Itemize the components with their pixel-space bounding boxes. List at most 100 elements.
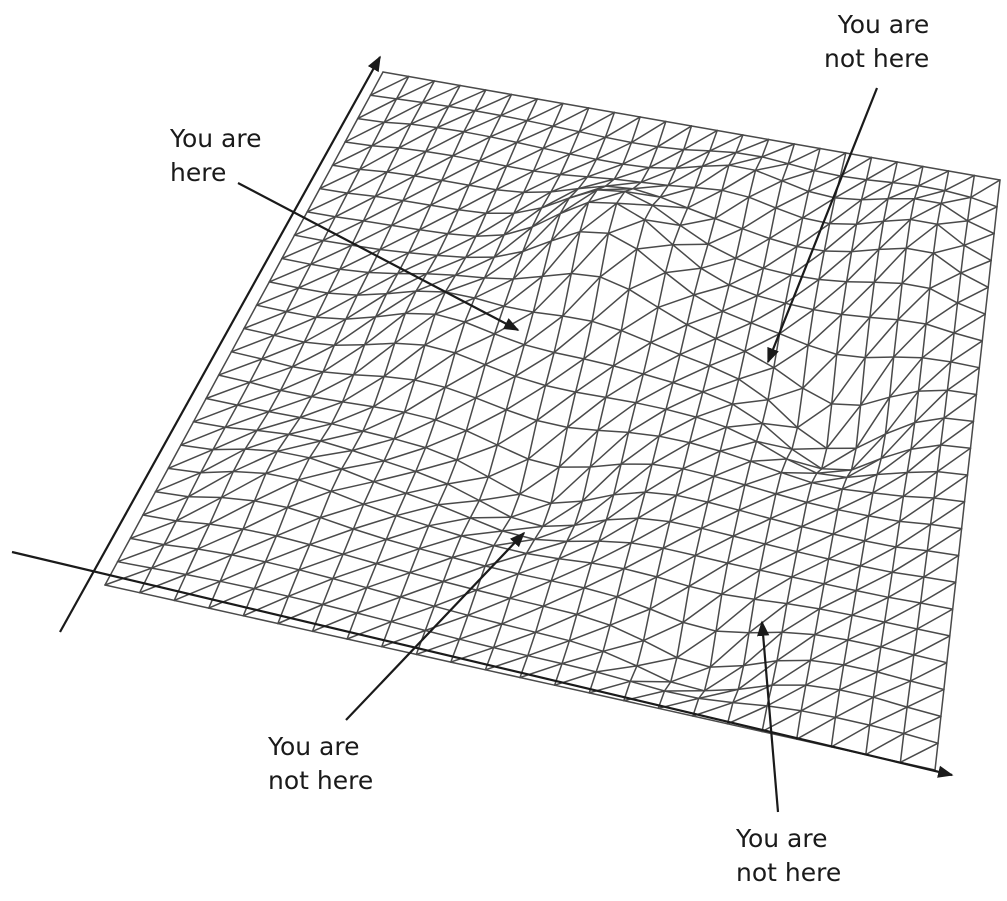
mesh-edge-u	[856, 591, 888, 598]
mesh-edge-diagonal	[637, 245, 673, 249]
mesh-edge-diagonal	[658, 295, 694, 308]
mesh-edge-v	[911, 655, 914, 681]
mesh-edge-u	[526, 554, 559, 559]
mesh-edge-diagonal	[502, 526, 542, 531]
mesh-edge-v	[666, 245, 673, 273]
mesh-edge-diagonal	[468, 598, 510, 615]
mesh-edge-u	[220, 581, 254, 588]
mesh-edge-diagonal	[363, 201, 403, 221]
mesh-edge-diagonal	[244, 312, 286, 329]
mesh-edge-v	[457, 431, 466, 460]
mesh-edge-v	[429, 505, 438, 526]
label-top-right-line1: You are	[824, 8, 929, 42]
mesh-edge-diagonal	[739, 494, 776, 510]
mesh-edge-diagonal	[485, 554, 526, 567]
mesh-edge-v	[840, 665, 844, 690]
mesh-edge-u	[435, 420, 466, 431]
mesh-edge-diagonal	[934, 245, 965, 253]
mesh-edge-u	[340, 269, 369, 272]
mesh-edge-v	[716, 594, 722, 631]
mesh-edge-diagonal	[343, 539, 386, 554]
mesh-edge-v	[935, 743, 938, 770]
mesh-edge-u	[363, 221, 391, 226]
mesh-edge-u	[911, 681, 944, 690]
mesh-edge-diagonal	[426, 132, 464, 152]
mesh-edge-diagonal	[293, 345, 335, 367]
mesh-edge-u	[701, 268, 729, 285]
mesh-edge-v	[944, 663, 947, 690]
mesh-edge-u	[537, 421, 568, 428]
mesh-edge-diagonal	[426, 431, 467, 448]
mesh-edge-u	[404, 412, 435, 420]
mesh-edge-u	[812, 483, 843, 489]
mesh-edge-diagonal	[765, 527, 802, 544]
mesh-edge-diagonal	[824, 566, 860, 584]
mesh-edge-diagonal	[425, 615, 468, 630]
mesh-edge-u	[847, 282, 875, 283]
mesh-edge-v	[950, 609, 953, 636]
mesh-edge-u	[644, 641, 677, 658]
mesh-edge-diagonal	[420, 210, 459, 230]
mesh-edge-u	[449, 106, 475, 110]
mesh-edge-v	[364, 482, 374, 505]
mesh-edge-u	[809, 191, 836, 198]
mesh-edge-v	[994, 207, 997, 234]
mesh-edge-diagonal	[156, 473, 201, 492]
mesh-edge-u	[437, 128, 464, 132]
mesh-edge-u	[176, 521, 209, 524]
mesh-edge-v	[751, 296, 757, 323]
mesh-edge-v	[812, 473, 817, 483]
mesh-edge-v	[485, 546, 494, 566]
mesh-edge-diagonal	[898, 288, 930, 319]
mesh-edge-diagonal	[395, 314, 435, 343]
mesh-edge-u	[584, 359, 614, 366]
mesh-edge-u	[520, 494, 551, 503]
mesh-edge-diagonal	[763, 247, 797, 269]
mesh-edge-u	[792, 449, 822, 469]
mesh-edge-diagonal	[584, 569, 624, 588]
mesh-edge-v	[801, 685, 806, 711]
mesh-edge-u	[824, 251, 851, 252]
mesh-edge-u	[194, 422, 226, 428]
mesh-edge-diagonal	[353, 516, 396, 529]
mesh-edge-u	[345, 142, 372, 146]
mesh-edge-u	[801, 711, 835, 718]
mesh-edge-v	[802, 502, 807, 526]
mesh-edge-u	[739, 510, 770, 518]
mesh-edge-u	[696, 417, 726, 427]
mesh-edge-u	[543, 606, 576, 614]
mesh-edge-u	[502, 624, 536, 632]
mesh-edge-v	[835, 690, 839, 718]
mesh-edge-u	[900, 521, 931, 524]
mesh-edge-u	[587, 177, 614, 179]
mesh-edge-u	[243, 616, 278, 624]
mesh-edge-u	[152, 568, 186, 574]
mesh-edge-u	[892, 572, 924, 577]
mesh-edge-v	[797, 527, 802, 552]
mesh-edge-u	[278, 624, 313, 632]
mesh-edge-v	[751, 441, 757, 461]
mesh-edge-diagonal	[617, 203, 653, 205]
mesh-edge-v	[926, 288, 930, 324]
mesh-edge-diagonal	[649, 150, 683, 168]
mesh-edge-u	[797, 552, 829, 559]
mesh-edge-v	[956, 556, 959, 583]
pointer-arrow-top-right	[768, 88, 877, 362]
mesh-edge-u	[323, 372, 354, 375]
mesh-edge-diagonal	[501, 99, 537, 116]
mesh-edge-u	[554, 353, 584, 359]
mesh-edge-diagonal	[856, 572, 892, 590]
mesh-edge-u	[820, 149, 846, 154]
mesh-edge-u	[250, 382, 281, 390]
mesh-edge-u	[742, 229, 769, 239]
mesh-edge-u	[479, 501, 511, 518]
mesh-edge-diagonal	[720, 441, 756, 451]
mesh-edge-diagonal	[835, 697, 873, 717]
mesh-edge-u	[511, 517, 543, 526]
mesh-edge-diagonal	[881, 629, 917, 647]
mesh-edge-v	[824, 559, 829, 584]
mesh-edge-u	[528, 459, 559, 467]
mesh-edge-u	[629, 432, 660, 436]
mesh-edge-diagonal	[893, 167, 923, 183]
mesh-edge-u	[722, 594, 755, 599]
